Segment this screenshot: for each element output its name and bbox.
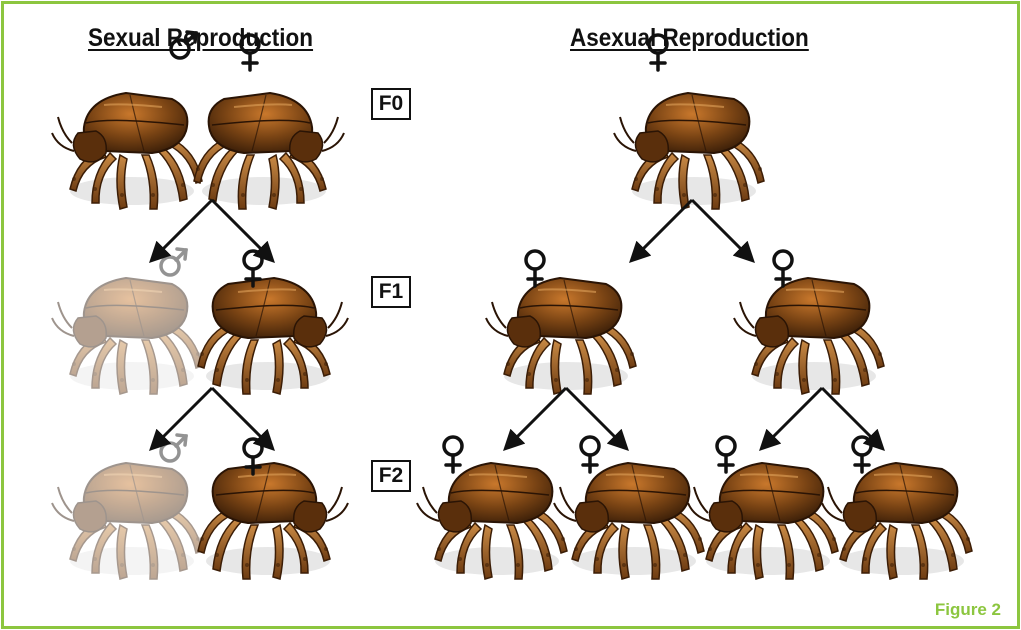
figure-caption: Figure 2 bbox=[935, 600, 1001, 620]
beetle-sexual-f0-female bbox=[194, 93, 344, 209]
arrow-asexual-f1b-left bbox=[762, 388, 822, 448]
female-symbol-icon bbox=[244, 439, 262, 474]
arrow-asexual-f1a-left bbox=[506, 388, 566, 448]
faded-male-f2-group bbox=[52, 435, 202, 579]
male-symbol-icon bbox=[161, 435, 186, 461]
beetle-asexual-f2-1 bbox=[417, 463, 567, 579]
beetle-asexual-f2-2 bbox=[554, 463, 704, 579]
female-symbol-icon bbox=[649, 35, 667, 70]
beetle-asexual-f2-4 bbox=[822, 463, 972, 579]
beetle-asexual-f0 bbox=[614, 93, 764, 209]
arrow-asexual-f0-left bbox=[632, 200, 692, 260]
arrow-sexual-f1-right bbox=[212, 388, 272, 448]
beetle-sexual-f2-male bbox=[52, 463, 202, 579]
beetle-asexual-f1-left bbox=[486, 278, 636, 394]
female-symbol-icon bbox=[581, 437, 599, 472]
reproduction-diagram bbox=[4, 4, 1017, 626]
female-symbol-icon bbox=[241, 35, 259, 70]
beetle-asexual-f2-3 bbox=[688, 463, 838, 579]
female-symbol-icon bbox=[717, 437, 735, 472]
arrow-asexual-f1b-right bbox=[822, 388, 882, 448]
female-symbol-icon bbox=[853, 437, 871, 472]
arrow-asexual-f0-right bbox=[692, 200, 752, 260]
beetle-sexual-f1-male bbox=[52, 278, 202, 394]
beetle-sexual-f0-male bbox=[52, 93, 202, 209]
female-symbol-icon bbox=[526, 251, 544, 286]
beetle-asexual-f1-right bbox=[734, 278, 884, 394]
male-symbol-icon bbox=[161, 249, 186, 275]
male-symbol-icon bbox=[171, 32, 196, 58]
female-symbol-icon bbox=[774, 251, 792, 286]
beetle-sexual-f2-female bbox=[198, 463, 348, 579]
female-symbol-icon bbox=[244, 251, 262, 286]
faded-male-f1-group bbox=[52, 249, 202, 394]
beetle-sexual-f1-female bbox=[198, 278, 348, 394]
female-symbol-icon bbox=[444, 437, 462, 472]
